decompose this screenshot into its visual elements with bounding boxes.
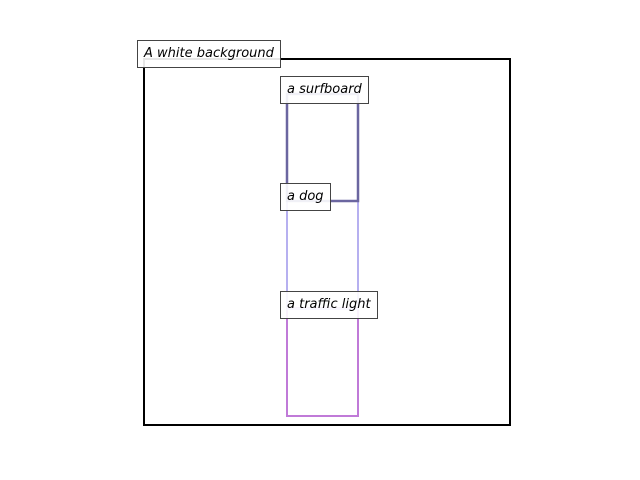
background-label: A white background <box>137 40 281 68</box>
traffic-light-box <box>286 307 359 417</box>
dog-label: a dog <box>280 183 331 211</box>
traffic-light-label: a traffic light <box>280 291 378 319</box>
background-frame <box>143 58 511 426</box>
surfboard-label: a surfboard <box>280 76 369 104</box>
